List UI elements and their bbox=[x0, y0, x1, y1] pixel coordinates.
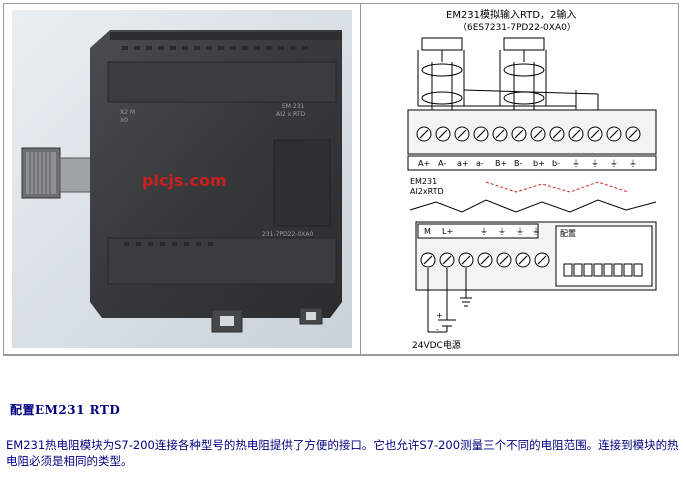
svg-text:X0: X0 bbox=[120, 117, 128, 124]
svg-text:EM 231: EM 231 bbox=[282, 103, 305, 110]
svg-text:AI2 x RTD: AI2 x RTD bbox=[276, 111, 305, 118]
terminal-label: A- bbox=[438, 159, 446, 168]
diagram-title: EM231模拟输入RTD，2输入 bbox=[446, 8, 576, 21]
terminal-label: ⏚ bbox=[572, 159, 580, 168]
section-heading: 配置EM231 RTD bbox=[10, 403, 121, 417]
plc-module-photo: EM 231 AI2 x RTD X2 M X0 231-7PD22-0XA0 … bbox=[12, 10, 352, 348]
terminal-label: ⏚ bbox=[591, 159, 599, 168]
bottom-terminal-label: ⏚ bbox=[532, 227, 540, 236]
bottom-terminal-label: L+ bbox=[442, 227, 453, 236]
diagram-part-number: （6ES7231-7PD22-0XA0） bbox=[458, 22, 576, 33]
terminal-label: b+ bbox=[533, 159, 545, 168]
terminal-label: a- bbox=[476, 159, 484, 168]
wiring-diagram: EM231模拟输入RTD，2输入 （6ES7231-7PD22-0XA0） bbox=[366, 6, 676, 352]
power-label: 24VDC电源 bbox=[412, 339, 461, 351]
terminal-label: b- bbox=[552, 159, 560, 168]
svg-text:X2 M: X2 M bbox=[120, 109, 135, 116]
photo-watermark: plcjs.com bbox=[142, 171, 227, 190]
svg-text:231-7PD22-0XA0: 231-7PD22-0XA0 bbox=[262, 231, 314, 238]
module-sub: AI2xRTD bbox=[410, 187, 444, 196]
terminal-label: ⏚ bbox=[629, 159, 637, 168]
product-photo: EM 231 AI2 x RTD X2 M X0 231-7PD22-0XA0 … bbox=[12, 10, 352, 348]
section-divider bbox=[3, 355, 679, 356]
section-paragraph: EM231热电阻模块为S7-200连接各种型号的热电阻提供了方便的接口。它也允许… bbox=[6, 438, 679, 468]
plus-label: + bbox=[436, 311, 443, 320]
terminal-label: a+ bbox=[457, 159, 469, 168]
image-table: EM 231 AI2 x RTD X2 M X0 231-7PD22-0XA0 … bbox=[3, 3, 679, 355]
bottom-terminal-label: ⏚ bbox=[480, 227, 488, 236]
terminal-label: B+ bbox=[495, 159, 507, 168]
bottom-terminal-label: M bbox=[424, 227, 431, 236]
bottom-terminal-label: ⏚ bbox=[516, 227, 524, 236]
wiring-diagram-svg: EM231模拟输入RTD，2输入 （6ES7231-7PD22-0XA0） bbox=[407, 8, 657, 351]
module-name: EM231 bbox=[410, 177, 437, 186]
terminal-label: ⏚ bbox=[610, 159, 618, 168]
cell-divider bbox=[360, 4, 361, 354]
minus-label: - bbox=[436, 325, 439, 334]
bottom-terminal-label: ⏚ bbox=[498, 227, 506, 236]
terminal-label: B- bbox=[514, 159, 522, 168]
config-label: 配置 bbox=[560, 229, 576, 238]
terminal-label: A+ bbox=[418, 159, 430, 168]
